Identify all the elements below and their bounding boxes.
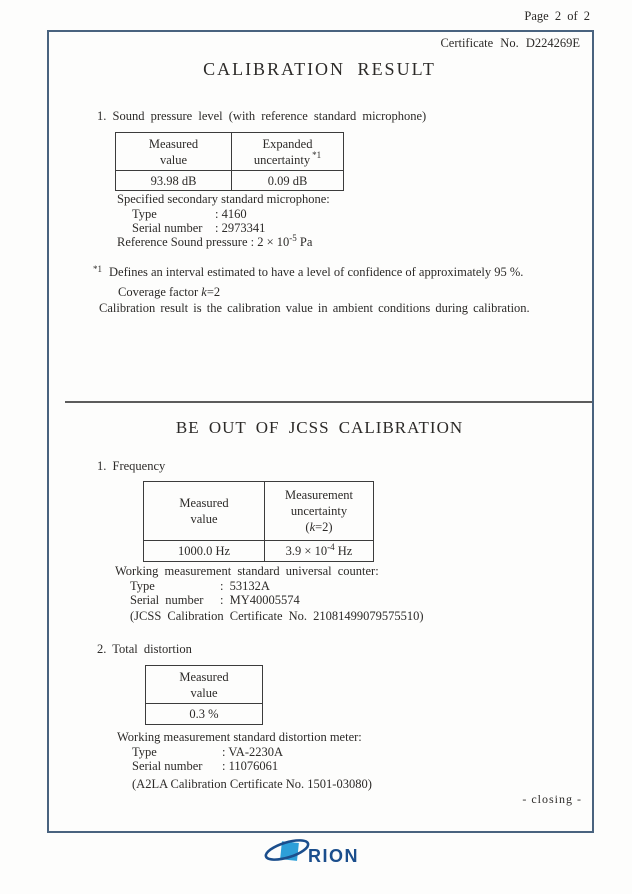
header-line: uncertainty*1 xyxy=(253,150,322,168)
header-measured-value: Measured value xyxy=(144,482,264,540)
header-line: uncertainty xyxy=(290,504,348,518)
spec-heading: Specified secondary standard microphone: xyxy=(117,192,330,206)
spec-value: : MY40005574 xyxy=(220,593,300,607)
reference-pressure-line: Reference Sound pressure : 2 × 10-5 Pa xyxy=(117,232,330,249)
header-measured-value: Measured value xyxy=(146,666,262,703)
reference-pressure-base: Reference Sound pressure : 2 × 10 xyxy=(117,235,290,249)
paren-rest: =2) xyxy=(315,520,333,534)
footnote-block: *1 Defines an interval estimated to have… xyxy=(93,262,523,302)
spec-heading: Working measurement standard universal c… xyxy=(115,564,379,578)
spec-value: : 11076061 xyxy=(222,759,279,773)
section-divider xyxy=(65,401,592,403)
frequency-table: Measured value Measurement uncertainty (… xyxy=(143,481,374,562)
table-value-row: 93.98 dB 0.09 dB xyxy=(116,171,343,190)
spec-row-serial: Serial number : 11076061 xyxy=(117,759,372,773)
k-symbol: k xyxy=(309,520,316,534)
page-border xyxy=(47,30,594,833)
header-line: value xyxy=(190,685,218,700)
counter-spec-block: Working measurement standard universal c… xyxy=(115,564,424,623)
a2la-certificate-line: (A2LA Calibration Certificate No. 1501-0… xyxy=(132,777,372,791)
total-distortion-heading: 2. Total distortion xyxy=(97,642,192,656)
uncertainty-value-cell: 3.9 × 10-4 Hz xyxy=(264,541,373,561)
spec-label: Serial number xyxy=(132,759,203,773)
page-number: Page 2 of 2 xyxy=(524,9,590,23)
measured-value-cell: 1000.0 Hz xyxy=(177,544,231,558)
footnote-ref: *1 xyxy=(312,150,322,161)
rion-logo-mark: RION xyxy=(264,839,359,866)
footnote-line: *1 Defines an interval estimated to have… xyxy=(93,262,523,282)
coverage-rest: =2 xyxy=(206,285,221,299)
spec-heading: Working measurement standard distortion … xyxy=(117,730,362,744)
header-line: value xyxy=(190,512,218,526)
table-header-row: Measured value Expanded uncertainty*1 xyxy=(116,133,343,171)
spec-row-type: Type : 53132A xyxy=(115,579,424,593)
exponent: -5 xyxy=(289,232,297,243)
measured-value-cell: 93.98 dB xyxy=(150,173,197,188)
spec-label: Type xyxy=(132,206,157,221)
spec-row-serial: Serial number : MY40005574 xyxy=(115,593,424,607)
header-measured-value: Measured value xyxy=(116,133,231,170)
paren: ( xyxy=(305,520,310,534)
reference-pressure-unit: Pa xyxy=(296,235,313,249)
table-value-row: 1000.0 Hz 3.9 × 10-4 Hz xyxy=(144,541,373,561)
coverage-k: k xyxy=(201,285,207,299)
header-line: value xyxy=(159,152,188,167)
spec-value: : 53132A xyxy=(220,578,270,593)
meter-spec-block: Working measurement standard distortion … xyxy=(117,730,372,791)
sound-pressure-table: Measured value Expanded uncertainty*1 93… xyxy=(115,132,344,191)
spec-value: : VA-2230A xyxy=(222,744,284,759)
header-line: Measured xyxy=(179,496,229,510)
exponent: -4 xyxy=(327,541,335,552)
table-header-row: Measured value Measurement uncertainty (… xyxy=(144,482,373,541)
value-line: 3.9 × 10-4 Hz xyxy=(285,541,353,559)
frequency-heading: 1. Frequency xyxy=(97,459,166,473)
header-text: uncertainty xyxy=(253,152,311,167)
spec-label: Serial number xyxy=(132,221,203,235)
header-measurement-uncertainty: Measurement uncertainty (k=2) xyxy=(264,482,373,540)
coverage-factor-line: Coverage factor k=2 xyxy=(93,282,523,302)
spec-label: Type xyxy=(130,578,155,593)
certificate-number: Certificate No. D224269E xyxy=(440,36,580,50)
header-line: Expanded xyxy=(262,136,313,151)
spec-label: Serial number xyxy=(130,593,204,607)
spec-label: Type xyxy=(132,744,157,759)
table-header-row: Measured value xyxy=(146,666,262,704)
closing-label: - closing - xyxy=(522,792,582,806)
spec-value: : 2973341 xyxy=(215,221,266,235)
header-line: Measurement xyxy=(284,488,354,502)
logo-swoosh xyxy=(264,839,310,861)
coverage-prefix: Coverage factor xyxy=(118,285,202,299)
spec-row-type: Type : VA-2230A xyxy=(117,745,372,759)
uncertainty-value-cell: 0.09 dB xyxy=(231,171,343,190)
sound-pressure-heading: 1. Sound pressure level (with reference … xyxy=(97,109,427,123)
microphone-spec-block: Specified secondary standard microphone:… xyxy=(117,192,330,249)
header-line: Measured xyxy=(179,669,229,684)
spec-value: : 4160 xyxy=(215,206,247,221)
header-expanded-uncertainty: Expanded uncertainty*1 xyxy=(231,133,343,170)
calibration-result-title: CALIBRATION RESULT xyxy=(203,59,436,79)
value-unit: Hz xyxy=(334,544,353,558)
measured-value-cell: 0.3 % xyxy=(189,707,219,721)
header-line: Measured xyxy=(148,136,199,151)
logo-text: RION xyxy=(308,846,359,866)
spec-row-serial: Serial number : 2973341 xyxy=(117,221,330,235)
footnote-text: Defines an interval estimated to have a … xyxy=(109,265,524,279)
spec-row-type: Type : 4160 xyxy=(117,207,330,221)
footnote-marker: *1 xyxy=(93,264,102,274)
ambient-conditions-note: Calibration result is the calibration va… xyxy=(99,301,530,315)
jcss-certificate-line: (JCSS Calibration Certificate No. 210814… xyxy=(130,609,424,623)
distortion-table: Measured value 0.3 % xyxy=(145,665,263,725)
header-line: (k=2) xyxy=(305,519,332,535)
jcss-section-title: BE OUT OF JCSS CALIBRATION xyxy=(175,418,464,437)
table-value-row: 0.3 % xyxy=(146,704,262,724)
value-base: 3.9 × 10 xyxy=(285,544,328,558)
rion-logo: RION xyxy=(260,835,370,871)
